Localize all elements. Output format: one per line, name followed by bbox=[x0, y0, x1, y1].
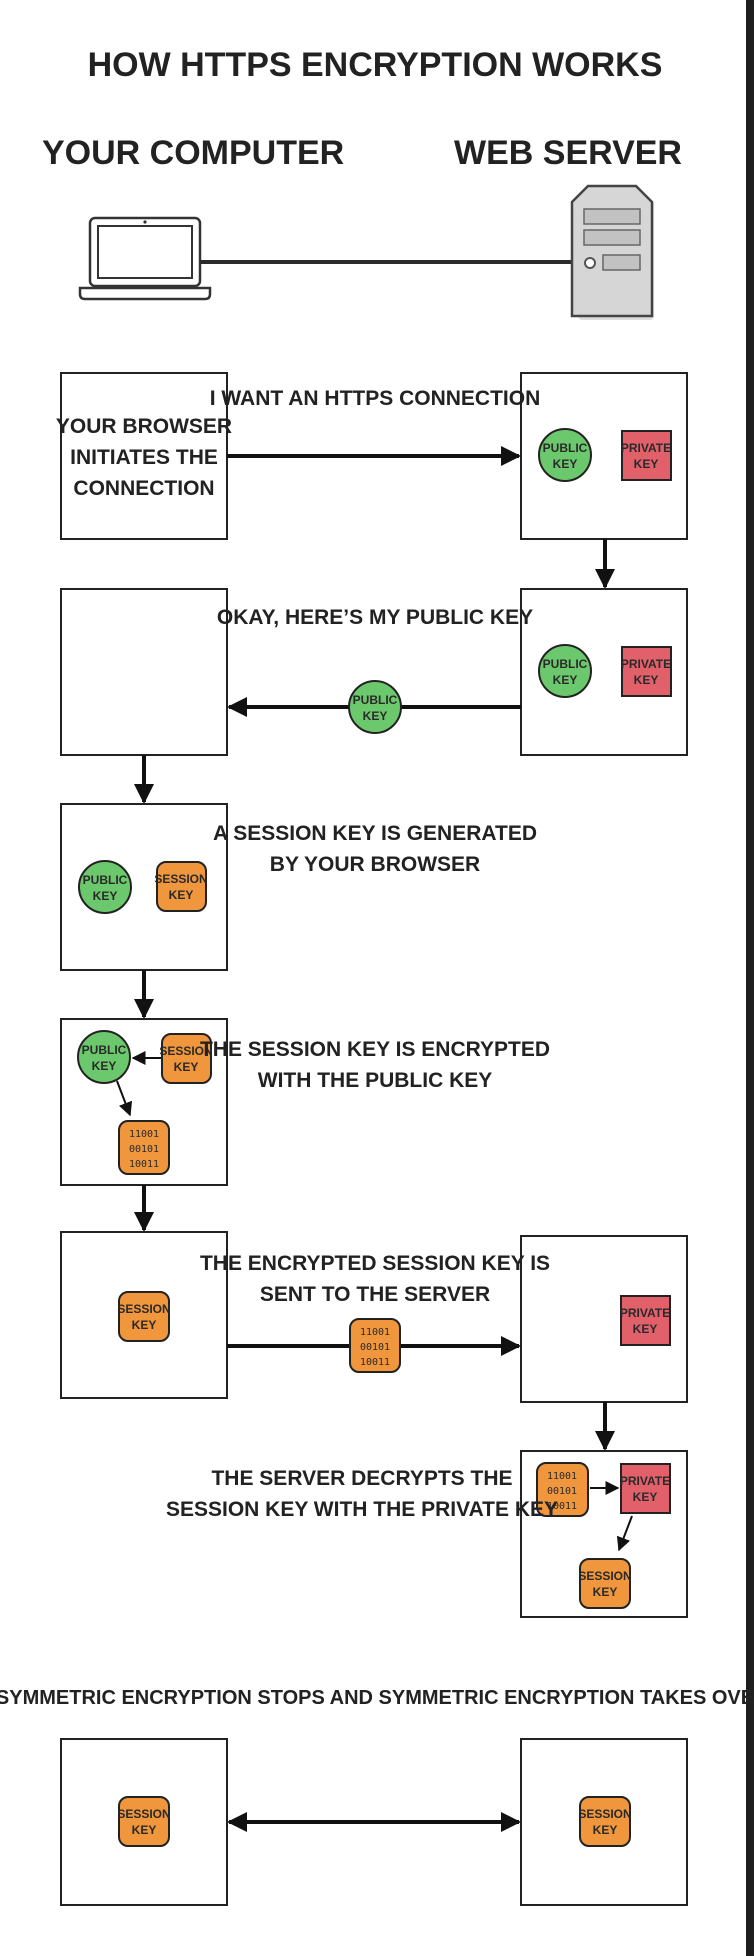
svg-text:KEY: KEY bbox=[363, 709, 388, 723]
svg-text:SESSION: SESSION bbox=[117, 1302, 170, 1316]
server-icon bbox=[570, 184, 654, 320]
public-key-icon: PUBLIC KEY bbox=[348, 680, 402, 734]
laptop-icon bbox=[78, 216, 212, 301]
encrypted-session-key-icon: 11001 00101 10011 bbox=[536, 1462, 589, 1517]
step1-caption: I WANT AN HTTPS CONNECTION bbox=[210, 387, 541, 410]
step6-caption-line-1: THE SERVER DECRYPTS THE bbox=[211, 1467, 512, 1490]
browser-box-2 bbox=[60, 588, 228, 756]
svg-text:10011: 10011 bbox=[129, 1159, 159, 1170]
ciphertext-arrow bbox=[116, 1080, 133, 1117]
svg-text:PUBLIC: PUBLIC bbox=[543, 441, 588, 455]
svg-text:KEY: KEY bbox=[132, 1318, 157, 1332]
svg-text:KEY: KEY bbox=[92, 1059, 117, 1073]
svg-text:00101: 00101 bbox=[547, 1486, 577, 1497]
svg-text:11001: 11001 bbox=[547, 1471, 577, 1482]
svg-text:SESSION: SESSION bbox=[159, 1044, 212, 1058]
step6-caption-line-2: SESSION KEY WITH THE PRIVATE KEY bbox=[166, 1498, 558, 1521]
svg-text:KEY: KEY bbox=[633, 1490, 658, 1504]
svg-text:KEY: KEY bbox=[634, 673, 659, 687]
session-key-icon: SESSION KEY bbox=[117, 1291, 171, 1342]
browser-box-line-2: INITIATES THE bbox=[70, 446, 218, 469]
diagram-title: HOW HTTPS ENCRYPTION WORKS bbox=[88, 46, 663, 84]
private-key-icon: PRIVATE KEY bbox=[620, 1295, 671, 1346]
encrypted-session-key-icon: 11001 00101 10011 bbox=[118, 1120, 170, 1175]
step7-caption: ASYMMETRIC ENCRYPTION STOPS AND SYMMETRI… bbox=[0, 1687, 754, 1709]
left-heading: YOUR COMPUTER bbox=[42, 134, 344, 172]
session-key-icon: SESSION KEY bbox=[154, 861, 208, 912]
svg-text:SESSION: SESSION bbox=[578, 1569, 631, 1583]
step5-caption-line-2: SENT TO THE SERVER bbox=[260, 1283, 490, 1306]
svg-text:PRIVATE: PRIVATE bbox=[621, 657, 671, 671]
step4-caption-line-1: THE SESSION KEY IS ENCRYPTED bbox=[200, 1038, 550, 1061]
svg-text:KEY: KEY bbox=[93, 889, 118, 903]
private-key-icon: PRIVATE KEY bbox=[620, 1463, 671, 1514]
svg-text:10011: 10011 bbox=[360, 1357, 390, 1368]
svg-text:KEY: KEY bbox=[174, 1060, 199, 1074]
svg-text:KEY: KEY bbox=[593, 1585, 618, 1599]
svg-text:SESSION: SESSION bbox=[117, 1807, 170, 1821]
public-key-icon: PUBLIC KEY bbox=[538, 428, 592, 482]
session-key-icon: SESSION KEY bbox=[578, 1558, 632, 1609]
svg-text:KEY: KEY bbox=[634, 457, 659, 471]
svg-text:KEY: KEY bbox=[633, 1322, 658, 1336]
session-key-icon: SESSION KEY bbox=[578, 1796, 632, 1847]
private-key-icon: PRIVATE KEY bbox=[621, 430, 672, 481]
svg-text:KEY: KEY bbox=[553, 673, 578, 687]
svg-text:PRIVATE: PRIVATE bbox=[620, 1306, 670, 1320]
svg-text:PUBLIC: PUBLIC bbox=[82, 1043, 127, 1057]
svg-text:11001: 11001 bbox=[129, 1129, 159, 1140]
right-edge-bar bbox=[746, 0, 754, 1956]
svg-text:KEY: KEY bbox=[169, 888, 194, 902]
svg-text:KEY: KEY bbox=[132, 1823, 157, 1837]
svg-text:00101: 00101 bbox=[129, 1144, 159, 1155]
svg-text:11001: 11001 bbox=[360, 1327, 390, 1338]
public-key-icon: PUBLIC KEY bbox=[78, 860, 132, 914]
svg-text:10011: 10011 bbox=[547, 1501, 577, 1512]
browser-box-line-3: CONNECTION bbox=[73, 477, 214, 500]
step3-caption-line-1: A SESSION KEY IS GENERATED bbox=[213, 822, 537, 845]
private-key-icon: PRIVATE KEY bbox=[621, 646, 672, 697]
step4-caption-line-2: WITH THE PUBLIC KEY bbox=[258, 1069, 493, 1092]
step2-caption: OKAY, HERE’S MY PUBLIC KEY bbox=[217, 606, 533, 629]
svg-text:PUBLIC: PUBLIC bbox=[543, 657, 588, 671]
public-key-icon: PUBLIC KEY bbox=[77, 1030, 131, 1084]
svg-text:PRIVATE: PRIVATE bbox=[621, 441, 671, 455]
svg-text:KEY: KEY bbox=[553, 457, 578, 471]
step3-caption-line-2: BY YOUR BROWSER bbox=[270, 853, 480, 876]
svg-text:SESSION: SESSION bbox=[578, 1807, 631, 1821]
encrypted-session-key-icon: 11001 00101 10011 bbox=[349, 1318, 401, 1373]
step5-caption-line-1: THE ENCRYPTED SESSION KEY IS bbox=[200, 1252, 550, 1275]
svg-text:PUBLIC: PUBLIC bbox=[353, 693, 398, 707]
session-key-icon: SESSION KEY bbox=[159, 1033, 213, 1084]
session-key-icon: SESSION KEY bbox=[117, 1796, 171, 1847]
svg-text:PUBLIC: PUBLIC bbox=[83, 873, 128, 887]
svg-text:KEY: KEY bbox=[593, 1823, 618, 1837]
browser-box-line-1: YOUR BROWSER bbox=[56, 415, 232, 438]
svg-text:00101: 00101 bbox=[360, 1342, 390, 1353]
decrypted-arrow bbox=[616, 1515, 633, 1552]
browser-initiate-box bbox=[60, 372, 228, 540]
svg-text:PRIVATE: PRIVATE bbox=[620, 1474, 670, 1488]
svg-text:SESSION: SESSION bbox=[154, 872, 207, 886]
right-heading: WEB SERVER bbox=[454, 134, 682, 172]
public-key-icon: PUBLIC KEY bbox=[538, 644, 592, 698]
